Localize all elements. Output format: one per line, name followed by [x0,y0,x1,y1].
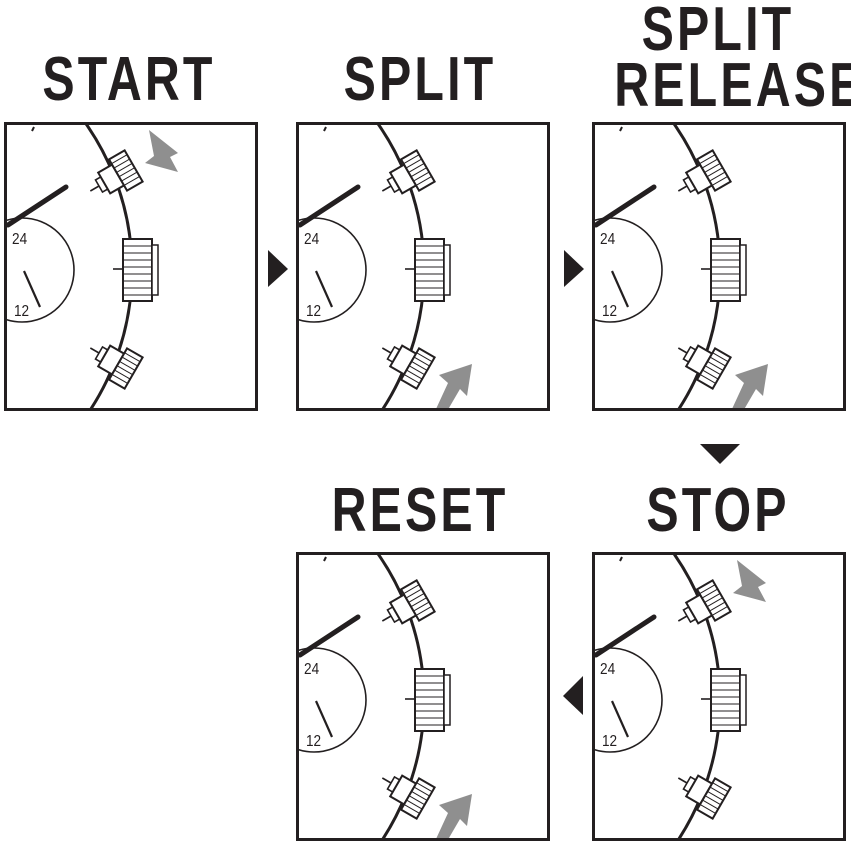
watch-panel-reset [296,552,550,841]
watch-panel-start [4,122,258,411]
press-arrow-icon-bottom [732,364,768,408]
step-title-reset: RESET [331,476,509,545]
watch-panel-split-release [592,122,846,411]
watch-panel-stop [592,552,846,841]
step-title-split-release-line1: SPLIT [641,0,795,64]
step-title-split: SPLIT [343,45,497,114]
press-arrow-icon-top [145,130,178,172]
arrow-right-icon [268,250,288,287]
watch-panel-split [296,122,550,411]
arrow-right-icon [564,250,584,287]
press-arrow-icon-top [733,560,766,602]
step-title-stop: STOP [646,476,790,545]
arrow-down-icon [700,444,740,464]
arrow-left-icon [563,676,583,715]
step-title-start: START [42,45,216,114]
press-arrow-icon-bottom [436,364,472,408]
step-title-split-release-line2: RELEASE [614,51,851,120]
press-arrow-icon-bottom [436,794,472,838]
